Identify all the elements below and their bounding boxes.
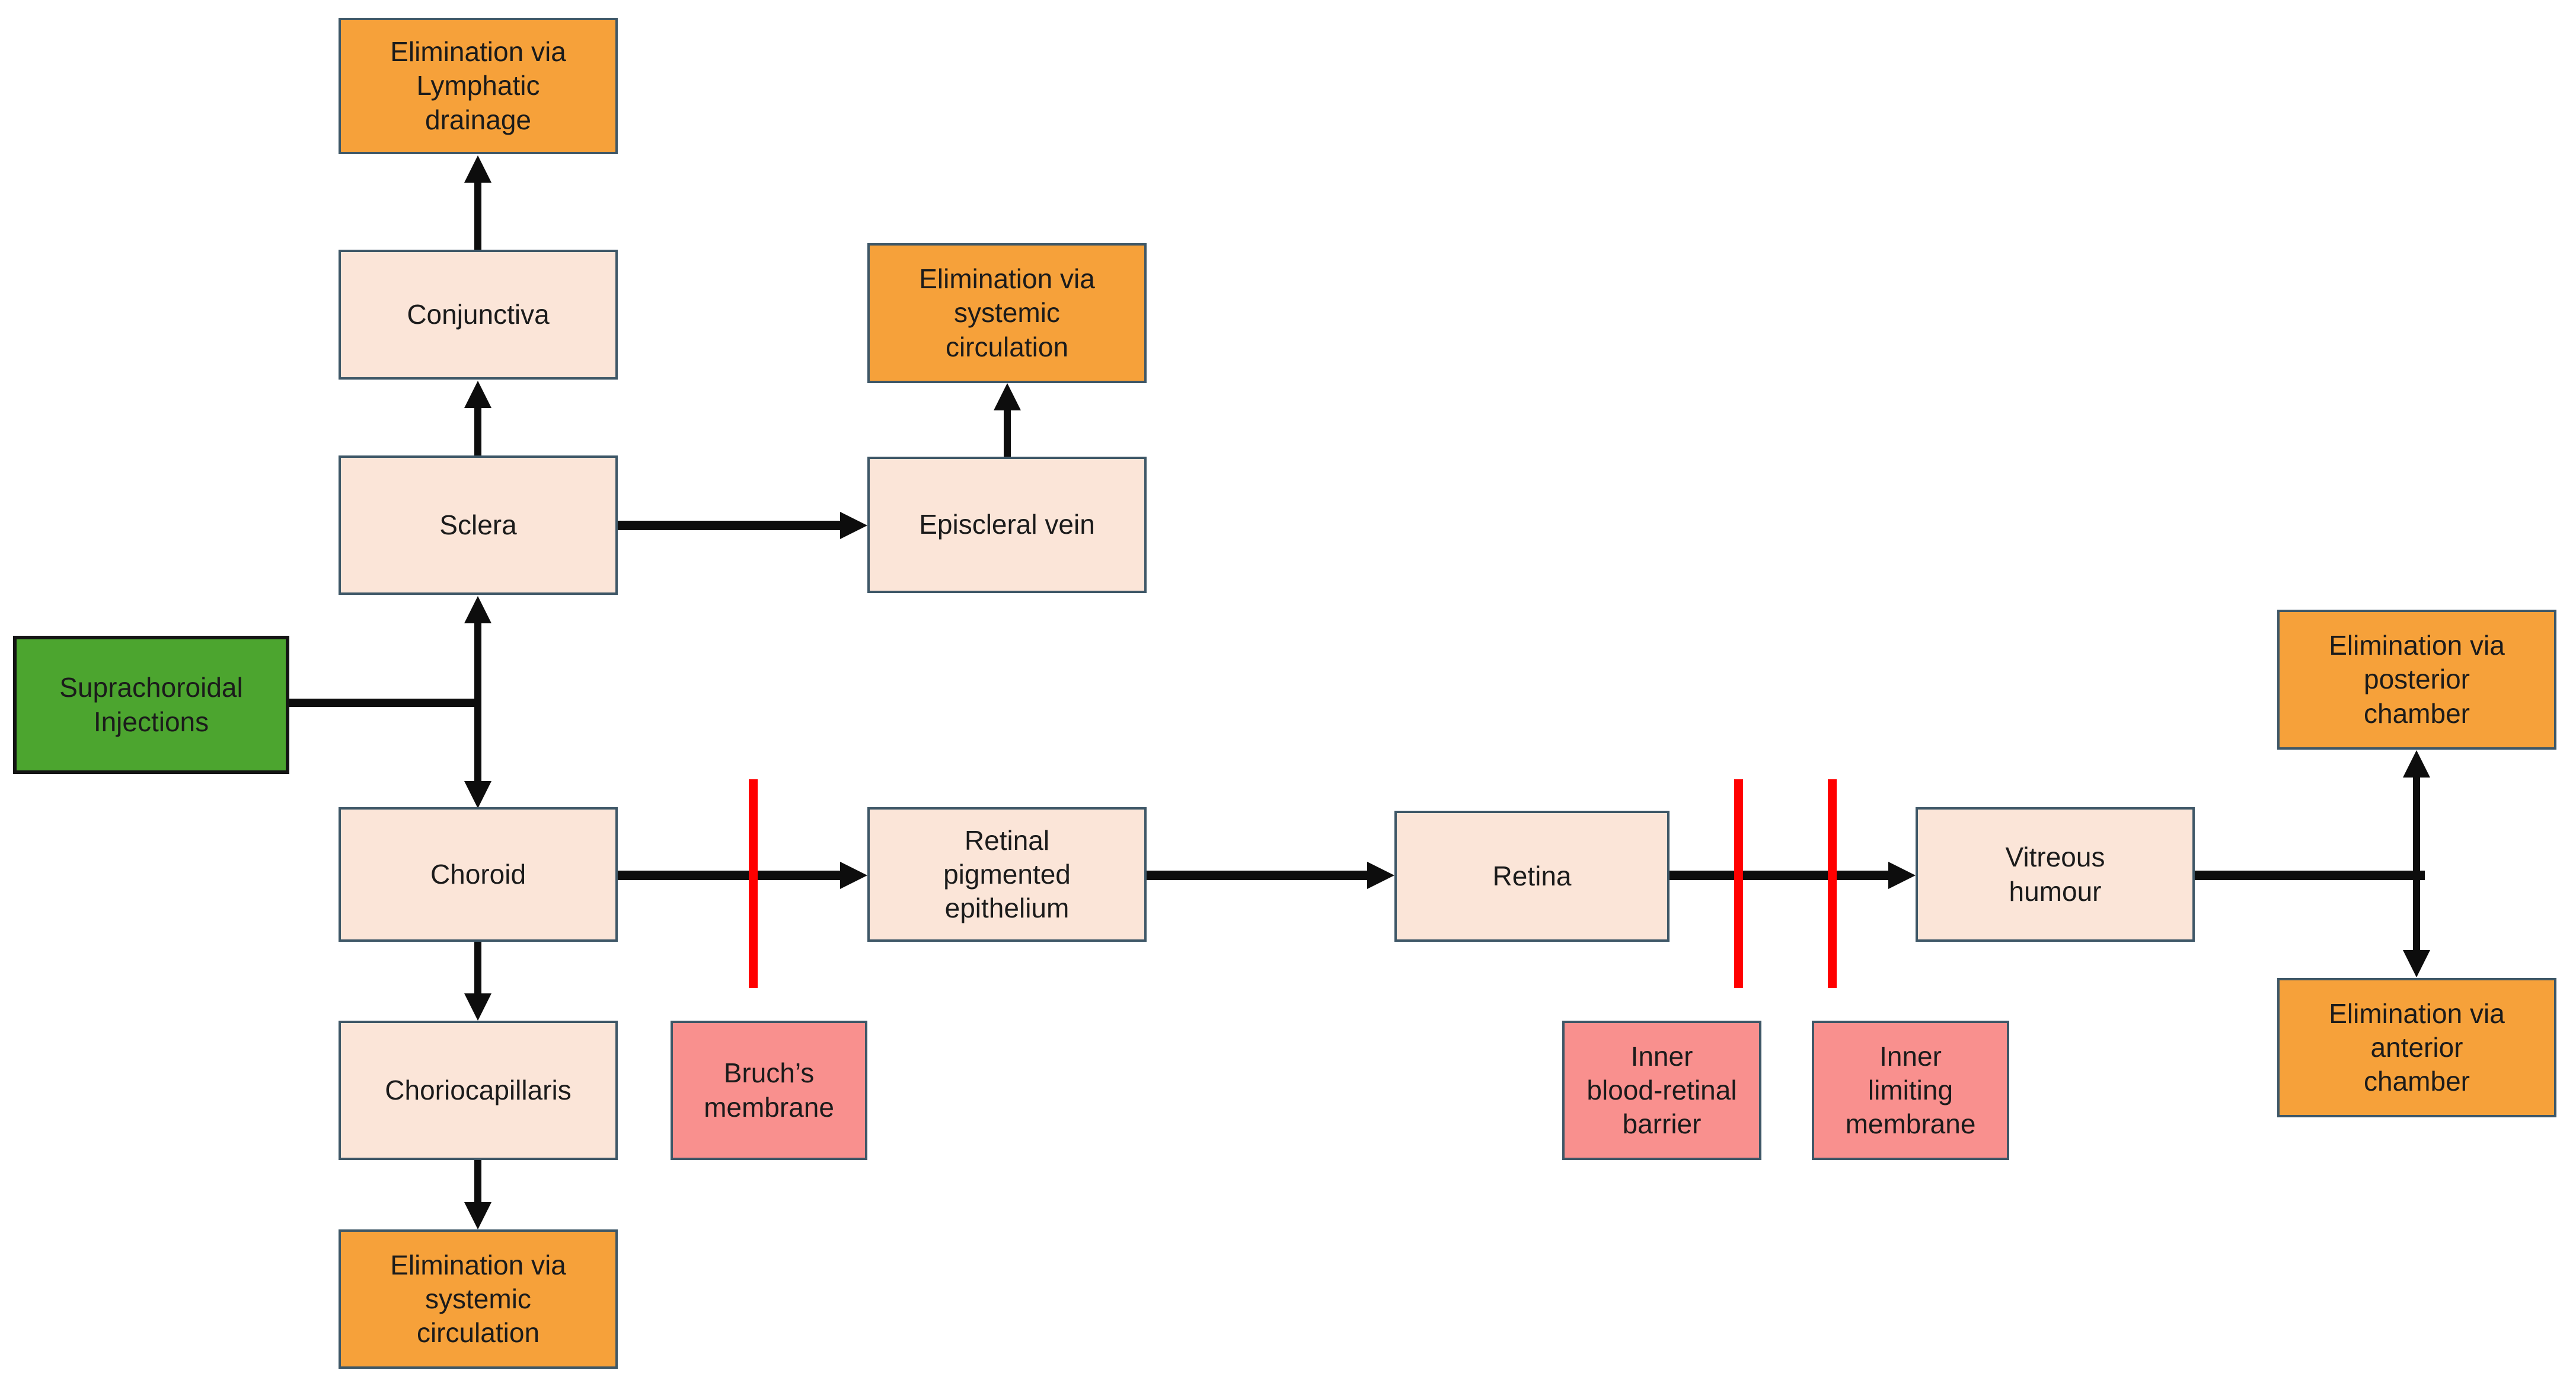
node-retina: Retina: [1394, 811, 1670, 942]
node-inner-limiting-membrane: Inner limiting membrane: [1812, 1021, 2009, 1160]
barrier-line-inner-blood-retinal-barrier: [1734, 779, 1743, 988]
node-elimination-anterior-chamber: Elimination via anterior chamber: [2277, 978, 2556, 1117]
node-conjunctiva: Conjunctiva: [339, 250, 618, 380]
arrowhead-vitreous-to-posterior-chamber: [2403, 750, 2430, 778]
connector-injection-horizontal: [287, 699, 481, 707]
arrowhead-injection-to-choroid: [464, 781, 491, 808]
arrowhead-sclera-to-conjunctiva: [464, 381, 491, 408]
arrowhead-conjunctiva-to-lymphatic: [464, 155, 491, 183]
node-inner-blood-retinal-barrier: Inner blood-retinal barrier: [1562, 1021, 1761, 1160]
connector-retina-to-vitreous: [1670, 871, 1891, 880]
connector-chambers-vertical: [2413, 775, 2420, 953]
arrowhead-retina-to-vitreous: [1888, 862, 1916, 889]
connector-episcleral-to-systemic: [1004, 408, 1011, 457]
node-elimination-posterior-chamber: Elimination via posterior chamber: [2277, 610, 2556, 750]
arrowhead-vitreous-to-anterior-chamber: [2403, 950, 2430, 977]
connector-choroid-to-choriocapillaris: [474, 942, 481, 995]
node-choriocapillaris: Choriocapillaris: [339, 1021, 618, 1160]
arrowhead-rpe-to-retina: [1367, 862, 1394, 889]
connector-conjunctiva-to-lymphatic: [474, 180, 481, 250]
connector-choriocapillaris-to-systemic: [474, 1160, 481, 1203]
arrowhead-choroid-to-choriocapillaris: [464, 993, 491, 1021]
node-episcleral-vein: Episcleral vein: [867, 457, 1147, 593]
node-vitreous-humour: Vitreous humour: [1916, 807, 2195, 942]
arrowhead-choriocapillaris-to-systemic: [464, 1202, 491, 1229]
connector-sclera-to-episcleral-vein: [618, 521, 842, 530]
connector-vitreous-to-chambers: [2195, 871, 2425, 880]
barrier-line-bruchs-membrane: [749, 779, 758, 988]
node-retinal-pigmented-epithelium: Retinal pigmented epithelium: [867, 807, 1147, 942]
barrier-line-inner-limiting-membrane: [1828, 779, 1837, 988]
node-elimination-systemic-circulation-bottom: Elimination via systemic circulation: [339, 1229, 618, 1369]
connector-choroid-to-rpe: [618, 871, 842, 880]
node-suprachoroidal-injections: Suprachoroidal Injections: [13, 636, 289, 774]
node-choroid: Choroid: [339, 807, 618, 942]
arrowhead-injection-to-sclera: [464, 596, 491, 623]
node-sclera: Sclera: [339, 455, 618, 595]
arrowhead-episcleral-to-systemic: [994, 383, 1021, 410]
node-elimination-lymphatic-drainage: Elimination via Lymphatic drainage: [339, 18, 618, 154]
arrowhead-sclera-to-episcleral-vein: [840, 512, 867, 539]
connector-rpe-to-retina: [1147, 871, 1370, 880]
arrowhead-choroid-to-rpe: [840, 862, 867, 889]
connector-sclera-to-conjunctiva: [474, 406, 481, 455]
node-bruchs-membrane: Bruch’s membrane: [671, 1021, 867, 1160]
node-elimination-systemic-circulation-top: Elimination via systemic circulation: [867, 243, 1147, 383]
